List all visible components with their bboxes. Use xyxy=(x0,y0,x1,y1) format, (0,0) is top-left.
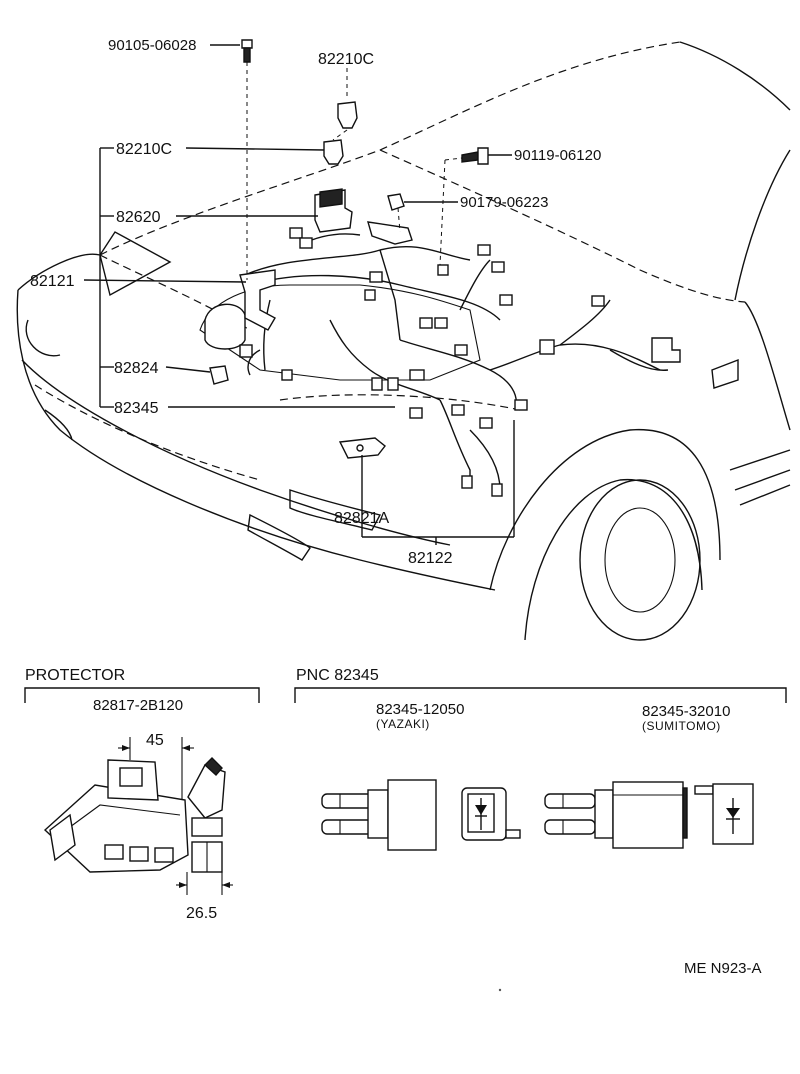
protector-title: PROTECTOR xyxy=(25,667,125,684)
car-body-outline xyxy=(16,41,791,641)
drawing-code: ME N923-A xyxy=(684,960,762,977)
pnc-title: PNC 82345 xyxy=(296,667,379,684)
callout-82821a: 82821A xyxy=(334,510,389,527)
protector-part-number: 82817-2B120 xyxy=(93,697,183,714)
callout-82824: 82824 xyxy=(114,360,159,377)
sumitomo-maker: (SUMITOMO) xyxy=(642,719,721,733)
engine-harness-artwork xyxy=(199,39,681,497)
callout-82620: 82620 xyxy=(116,209,161,226)
pnc-82345-section: PNC 82345 82345-12050 (YAZAKI) 82345-320… xyxy=(294,667,787,851)
callout-82345: 82345 xyxy=(114,400,159,417)
protector-dimension-width: 45 xyxy=(146,732,164,749)
callout-82210c-top: 82210C xyxy=(318,51,374,68)
callout-82210c-left: 82210C xyxy=(116,141,172,158)
callout-82122: 82122 xyxy=(408,550,453,567)
callout-labels: 90105-06028 82210C 82210C 90119-06120 90… xyxy=(30,37,601,567)
leader-lines xyxy=(83,44,515,545)
sumitomo-part-number: 82345-32010 xyxy=(642,703,730,720)
callout-90105-06028: 90105-06028 xyxy=(108,37,196,54)
yazaki-maker: (YAZAKI) xyxy=(376,717,430,731)
callout-90119-06120: 90119-06120 xyxy=(514,147,601,164)
callout-90179-06223: 90179-06223 xyxy=(460,194,548,211)
yazaki-part-number: 82345-12050 xyxy=(376,701,464,718)
protector-section: PROTECTOR 82817-2B120 45 26.5 xyxy=(24,667,260,922)
protector-dimension-depth: 26.5 xyxy=(186,905,217,922)
callout-82121: 82121 xyxy=(30,273,75,290)
